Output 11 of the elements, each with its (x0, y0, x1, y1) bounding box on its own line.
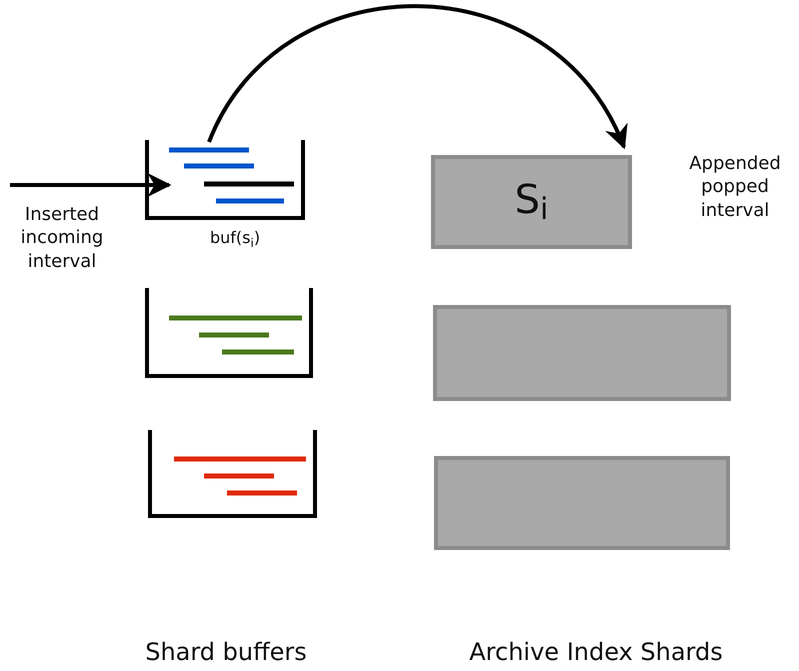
caption-text: Inserted incoming interval (20, 203, 104, 274)
buffer-caption: buf(s$_{i}$) (210, 228, 260, 250)
shard-box (433, 305, 731, 401)
caption-text: Shard buffers (144, 637, 308, 668)
arrow (10, 173, 172, 197)
caption-text: Appended popped interval (688, 152, 782, 222)
shard-label: S$_{i}$ (514, 177, 548, 227)
caption-text: Archive Index Shards (468, 637, 724, 668)
shard-box (431, 155, 632, 249)
arrow (207, 4, 626, 150)
shard-box (434, 456, 730, 550)
